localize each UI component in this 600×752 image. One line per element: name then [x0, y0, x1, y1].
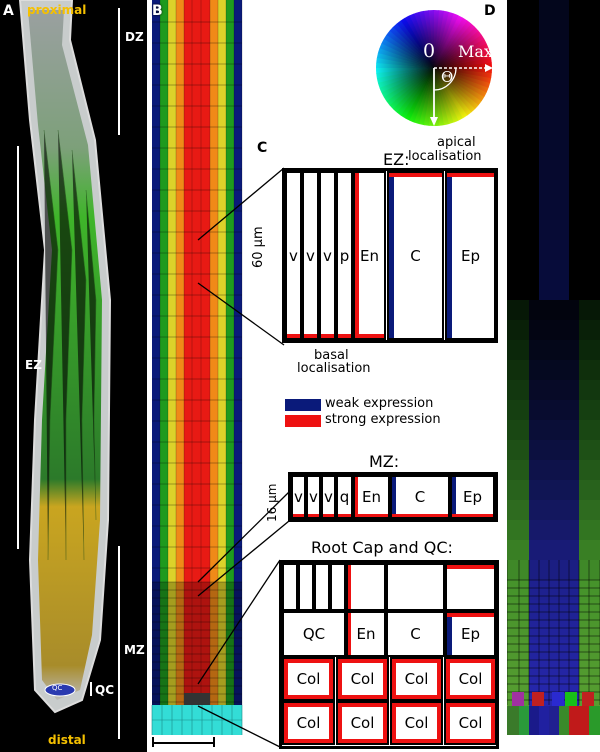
label-qc-inner: QC — [52, 684, 63, 692]
rc-top-cell — [346, 563, 386, 611]
rc-top-cell — [445, 563, 496, 611]
rc-col-cell: Col — [282, 657, 335, 701]
mz-cell-v: v — [321, 475, 336, 519]
mz-cell-en: En — [353, 475, 390, 519]
wheel-max: Max — [458, 42, 493, 61]
label-proximal: proximal — [27, 3, 87, 17]
root-micrograph — [18, 0, 112, 714]
rc-title: Root Cap and QC: — [311, 538, 453, 557]
legend-weak-swatch — [285, 399, 321, 411]
ez-cell-p: p — [336, 171, 353, 340]
ez-title: EZ: — [383, 150, 410, 169]
ez-cell-v: v — [319, 171, 336, 340]
rc-col-cell: Col — [390, 657, 443, 701]
ez-cell-v: v — [302, 171, 319, 340]
rc-col-cell: Col — [336, 657, 389, 701]
rc-cell-c: C — [386, 611, 445, 657]
tissue-grid — [151, 0, 243, 735]
scale-bar — [152, 742, 215, 744]
ez-cell-c: C — [387, 171, 444, 340]
panel-label-b: B — [152, 3, 163, 19]
rc-col-cell: Col — [282, 701, 335, 745]
wheel-zero: 0 — [423, 40, 436, 62]
legend-strong-swatch — [285, 415, 321, 427]
panel-d-polarity-map — [507, 0, 600, 735]
ez-apical: apical — [437, 135, 476, 150]
label-qc: QC — [95, 683, 115, 697]
dz-bar — [118, 8, 120, 135]
legend-strong-label: strong expression — [325, 412, 441, 427]
rc-cell-qc: QC — [282, 611, 346, 657]
panel-label-d: D — [484, 3, 496, 19]
panel-b-tissue-grid: B — [150, 0, 246, 735]
mz-cell-v: v — [306, 475, 321, 519]
mz-cell-ep: Ep — [450, 475, 495, 519]
ez-cell-en: En — [353, 171, 386, 340]
mz-scale-label: 16 µm — [265, 483, 279, 522]
mz-title: MZ: — [369, 452, 400, 471]
ez-basal-localisation: localisation — [297, 361, 371, 376]
ez-cell-v: v — [285, 171, 302, 340]
rc-cell-ep: Ep — [445, 611, 496, 657]
rc-top-cell — [314, 563, 330, 611]
ez-scale-label: 60 µm — [251, 226, 266, 268]
ez-bar — [17, 146, 19, 549]
mz-cell-q: q — [336, 475, 353, 519]
mz-bar — [118, 546, 120, 739]
label-ez: EZ — [25, 358, 42, 372]
panel-a-root-image: A proximal distal DZ EZ MZ QC QC — [0, 0, 147, 752]
ez-basal: basal — [314, 348, 349, 363]
rc-cell-en: En — [346, 611, 386, 657]
orientation-color-wheel — [376, 10, 493, 126]
scale-bar-tick-right — [213, 737, 215, 747]
label-dz: DZ — [125, 30, 144, 44]
polarity-map — [507, 0, 600, 735]
rc-col-cell: Col — [336, 701, 389, 745]
rc-top-cell — [330, 563, 346, 611]
rc-col-cell: Col — [444, 701, 497, 745]
label-mz: MZ — [124, 643, 145, 657]
rc-top-cell — [298, 563, 314, 611]
qc-bar — [90, 682, 92, 696]
panel-label-c: C — [257, 140, 268, 156]
panel-label-a: A — [3, 3, 14, 19]
mz-cell-c: C — [390, 475, 450, 519]
rc-top-cell — [386, 563, 445, 611]
legend-weak-label: weak expression — [325, 396, 434, 411]
mz-cell-v: v — [291, 475, 306, 519]
ez-apical-localisation: localisation — [408, 149, 482, 164]
label-distal: distal — [48, 733, 86, 747]
rc-top-cell — [282, 563, 298, 611]
wheel-theta: Θ — [441, 68, 454, 86]
rc-col-cell: Col — [444, 657, 497, 701]
scale-bar-tick-left — [152, 737, 154, 747]
ez-cell-ep: Ep — [445, 171, 496, 340]
rc-col-cell: Col — [390, 701, 443, 745]
